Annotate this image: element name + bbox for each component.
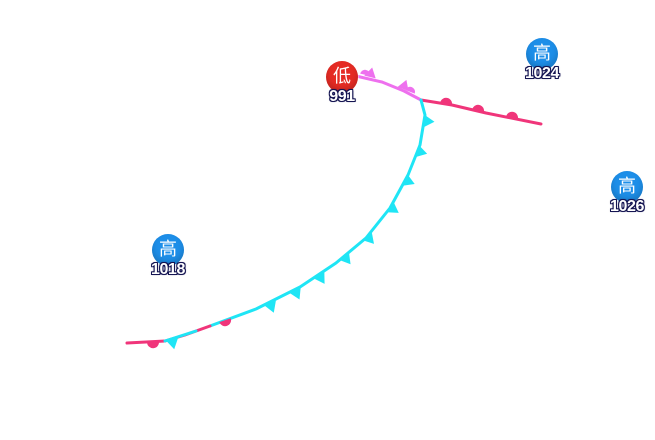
- cold-front-triangle: [423, 114, 435, 128]
- front-layer: [125, 67, 543, 350]
- cold-front-triangle: [415, 144, 428, 158]
- high-pressure-center-partial[interactable]: 高 1026: [607, 171, 647, 223]
- pressure-value: 1026: [610, 198, 644, 215]
- high-pressure-center-1018[interactable]: 高 1018: [148, 234, 188, 286]
- low-pressure-badge: 低: [326, 61, 358, 93]
- warm-front-semicircle: [506, 111, 519, 119]
- cold-front-triangle: [289, 287, 301, 300]
- cold-front-triangle: [165, 337, 179, 350]
- warm-front-semicircle: [472, 104, 485, 113]
- warm-front-line: [125, 339, 167, 345]
- high-pressure-badge: 高: [152, 234, 184, 266]
- cold-front-triangle: [339, 252, 351, 265]
- cold-front-triangle: [313, 271, 325, 284]
- high-pressure-center-1024[interactable]: 高 1024: [522, 38, 562, 90]
- cold-front-triangle: [362, 231, 374, 244]
- cold-front-triangle: [264, 300, 276, 313]
- high-pressure-badge: 高: [526, 38, 558, 70]
- pressure-value: 991: [329, 88, 355, 105]
- high-pressure-badge: 高: [611, 171, 643, 203]
- occluded-front-triangle: [364, 67, 376, 79]
- cold-front-line: [163, 329, 198, 343]
- cold-front-triangle: [402, 174, 415, 186]
- low-pressure-center-991[interactable]: 低 991: [322, 61, 362, 113]
- warm-front-line: [419, 98, 543, 126]
- pressure-value: 1018: [151, 261, 185, 278]
- warm-front-semicircle: [440, 97, 453, 105]
- weather-map: 高 1024 低 991 高 1018 高 1026: [125, 38, 645, 350]
- warm-front-semicircle: [219, 318, 232, 327]
- cold-front-line: [208, 98, 427, 328]
- occluded-front-semicircle: [360, 69, 371, 76]
- occluded-front-line: [354, 74, 423, 102]
- occluded-front-triangle: [397, 79, 409, 92]
- occluded-front-semicircle: [405, 86, 416, 94]
- pressure-value: 1024: [525, 65, 559, 82]
- cold-front-triangle: [386, 201, 399, 213]
- warm-front-semicircle: [147, 341, 160, 349]
